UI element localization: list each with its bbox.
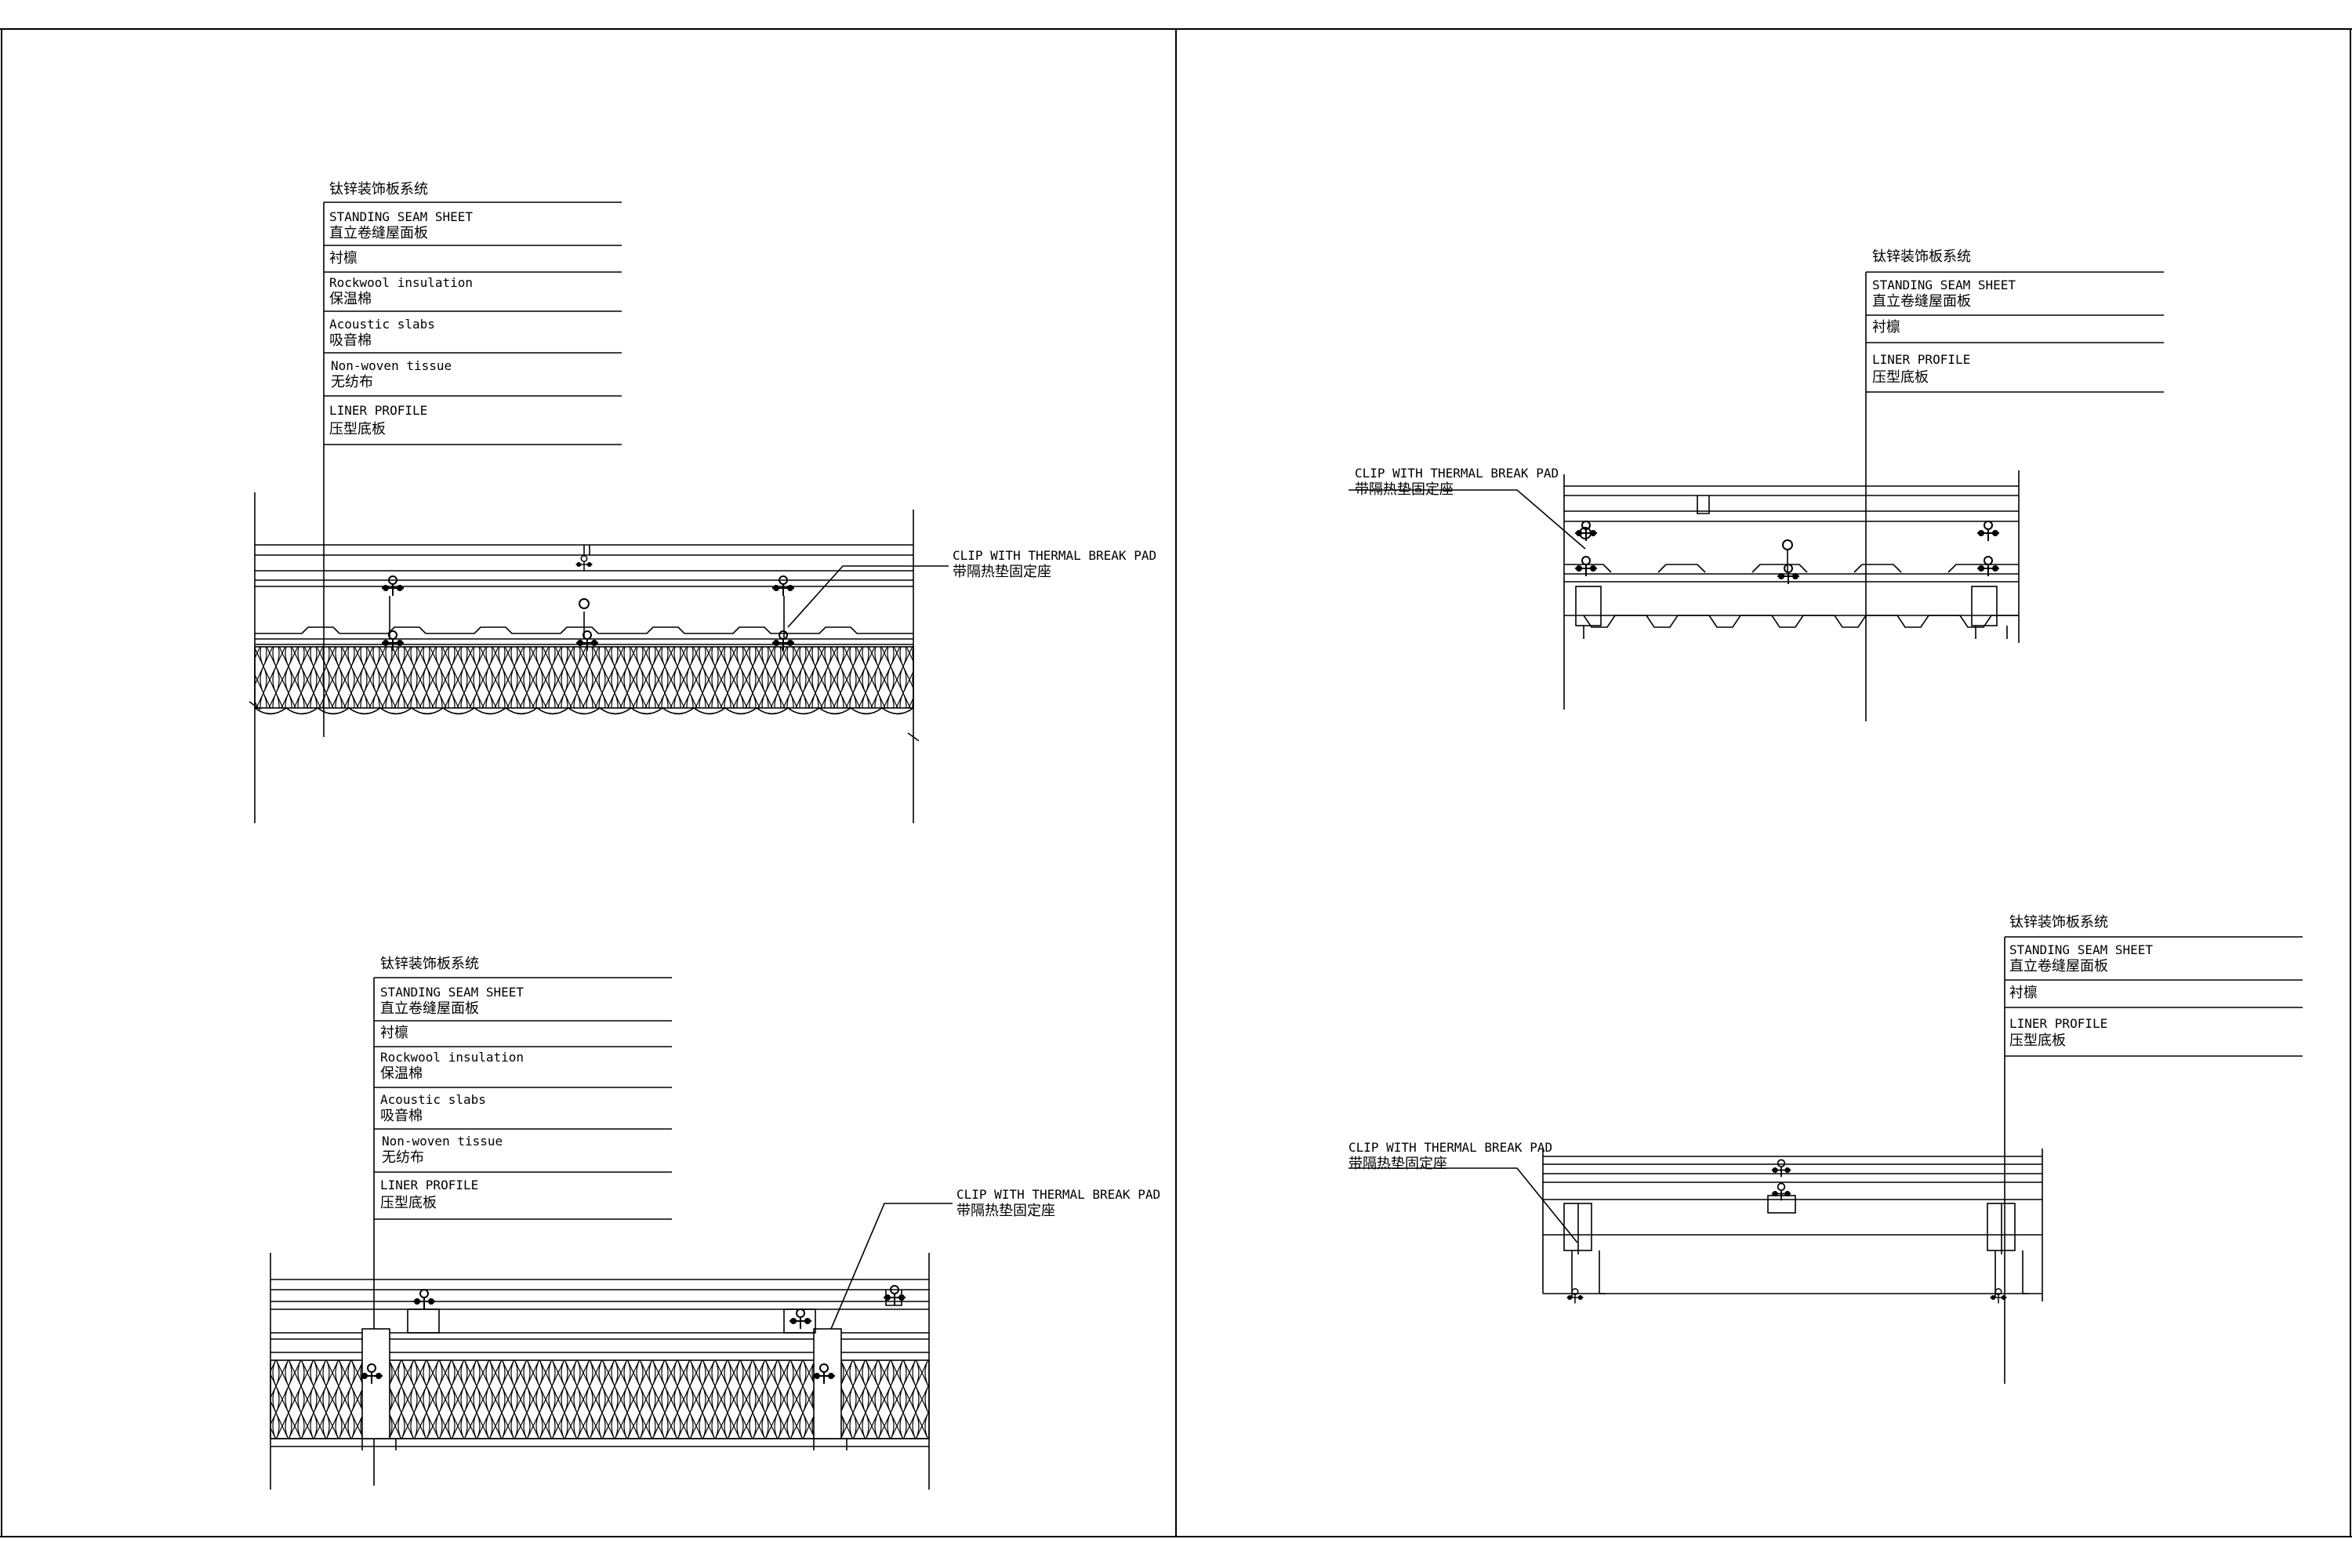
d2-clip-label-zh: 带隔热垫固定座 bbox=[1355, 481, 1454, 498]
d1-layer-1-zh: 直立卷缝屋面板 bbox=[329, 225, 428, 241]
d3-layer-1-zh: 直立卷缝屋面板 bbox=[380, 1000, 479, 1017]
d1-layer-1-en: STANDING SEAM SHEET bbox=[329, 209, 474, 224]
d4-layer-3-zh: 压型底板 bbox=[2009, 1033, 2066, 1049]
d1-clip-label-en: CLIP WITH THERMAL BREAK PAD bbox=[953, 548, 1157, 563]
d1-layer-4-en: Acoustic slabs bbox=[329, 317, 435, 332]
d3-layer-6-zh: 压型底板 bbox=[380, 1195, 437, 1211]
sheet-frame bbox=[0, 28, 2352, 1537]
detail-2-section bbox=[1348, 271, 2164, 721]
d4-layer-3-en: LINER PROFILE bbox=[2009, 1016, 2108, 1031]
d3-clip-label-en: CLIP WITH THERMAL BREAK PAD bbox=[956, 1187, 1161, 1202]
d1-layer-5-en: Non-woven tissue bbox=[331, 358, 452, 373]
d3-system-title: 钛锌装饰板系统 bbox=[380, 956, 479, 972]
d3-clip-label-zh: 带隔热垫固定座 bbox=[956, 1203, 1055, 1219]
d2-layer-1-en: STANDING SEAM SHEET bbox=[1872, 278, 2016, 292]
d2-layer-1-zh: 直立卷缝屋面板 bbox=[1872, 293, 1971, 310]
detail-3-label-table bbox=[373, 977, 672, 1486]
d3-layer-4-zh: 吸音棉 bbox=[380, 1108, 423, 1124]
detail-4-label-table bbox=[2004, 936, 2303, 1384]
d4-system-title: 钛锌装饰板系统 bbox=[2009, 914, 2108, 931]
d1-layer-5-zh: 无纺布 bbox=[331, 374, 373, 390]
d1-layer-6-en: LINER PROFILE bbox=[329, 403, 428, 418]
detail-1-clips bbox=[381, 555, 795, 652]
d4-layer-1-zh: 直立卷缝屋面板 bbox=[2009, 958, 2108, 975]
d3-layer-4-en: Acoustic slabs bbox=[380, 1092, 486, 1107]
d1-layer-4-zh: 吸音棉 bbox=[329, 332, 372, 349]
d1-system-title: 钛锌装饰板系统 bbox=[329, 181, 428, 198]
d2-layer-3-en: LINER PROFILE bbox=[1872, 352, 1971, 367]
d1-layer-2-zh: 衬檩 bbox=[329, 250, 358, 267]
d2-layer-2-zh: 衬檩 bbox=[1872, 319, 1900, 336]
d2-clip-label-en: CLIP WITH THERMAL BREAK PAD bbox=[1355, 466, 1559, 481]
d4-clip-label-en: CLIP WITH THERMAL BREAK PAD bbox=[1348, 1140, 1553, 1155]
d1-clip-label-zh: 带隔热垫固定座 bbox=[953, 564, 1051, 580]
d3-layer-2-zh: 衬檩 bbox=[380, 1025, 408, 1041]
d4-clip-label-zh: 带隔热垫固定座 bbox=[1348, 1156, 1447, 1172]
d2-system-title: 钛锌装饰板系统 bbox=[1872, 249, 1971, 265]
d1-layer-3-zh: 保温棉 bbox=[329, 291, 372, 307]
detail-3-section bbox=[270, 977, 953, 1490]
d2-layer-3-zh: 压型底板 bbox=[1872, 369, 1929, 386]
d1-layer-6-zh: 压型底板 bbox=[329, 421, 386, 437]
d3-layer-5-en: Non-woven tissue bbox=[382, 1134, 503, 1149]
detail-2-label-table bbox=[1865, 271, 2164, 721]
detail-4-section bbox=[1348, 936, 2303, 1384]
d3-layer-3-en: Rockwool insulation bbox=[380, 1050, 524, 1065]
d4-layer-1-en: STANDING SEAM SHEET bbox=[2009, 942, 2154, 957]
detail-2-clips bbox=[1574, 521, 2000, 585]
d3-layer-5-zh: 无纺布 bbox=[382, 1149, 424, 1166]
d1-layer-3-en: Rockwool insulation bbox=[329, 275, 474, 290]
d3-layer-1-en: STANDING SEAM SHEET bbox=[380, 985, 524, 1000]
detail-4-clips bbox=[1566, 1159, 2008, 1305]
detail-1-section bbox=[249, 201, 949, 823]
d3-layer-3-zh: 保温棉 bbox=[380, 1065, 423, 1082]
d3-layer-6-en: LINER PROFILE bbox=[380, 1178, 479, 1192]
d4-layer-2-zh: 衬檩 bbox=[2009, 985, 2038, 1001]
